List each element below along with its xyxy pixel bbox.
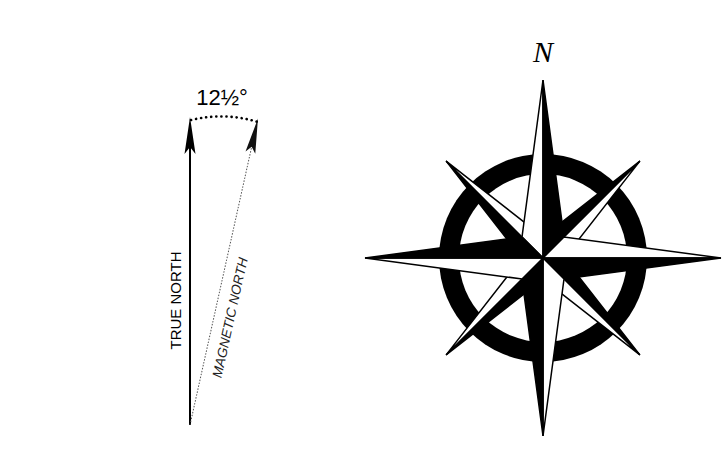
angle-arc: [191, 116, 258, 122]
angle-label: 12½°: [196, 87, 248, 109]
north-label: N: [533, 37, 553, 67]
magnetic-north-arrow: [185, 117, 263, 426]
compass-rose: [365, 80, 721, 436]
true-north-arrow: [185, 117, 196, 425]
true-north-label: TRUE NORTH: [168, 251, 183, 349]
magnetic-north-label: MAGNETIC NORTH: [210, 257, 250, 380]
